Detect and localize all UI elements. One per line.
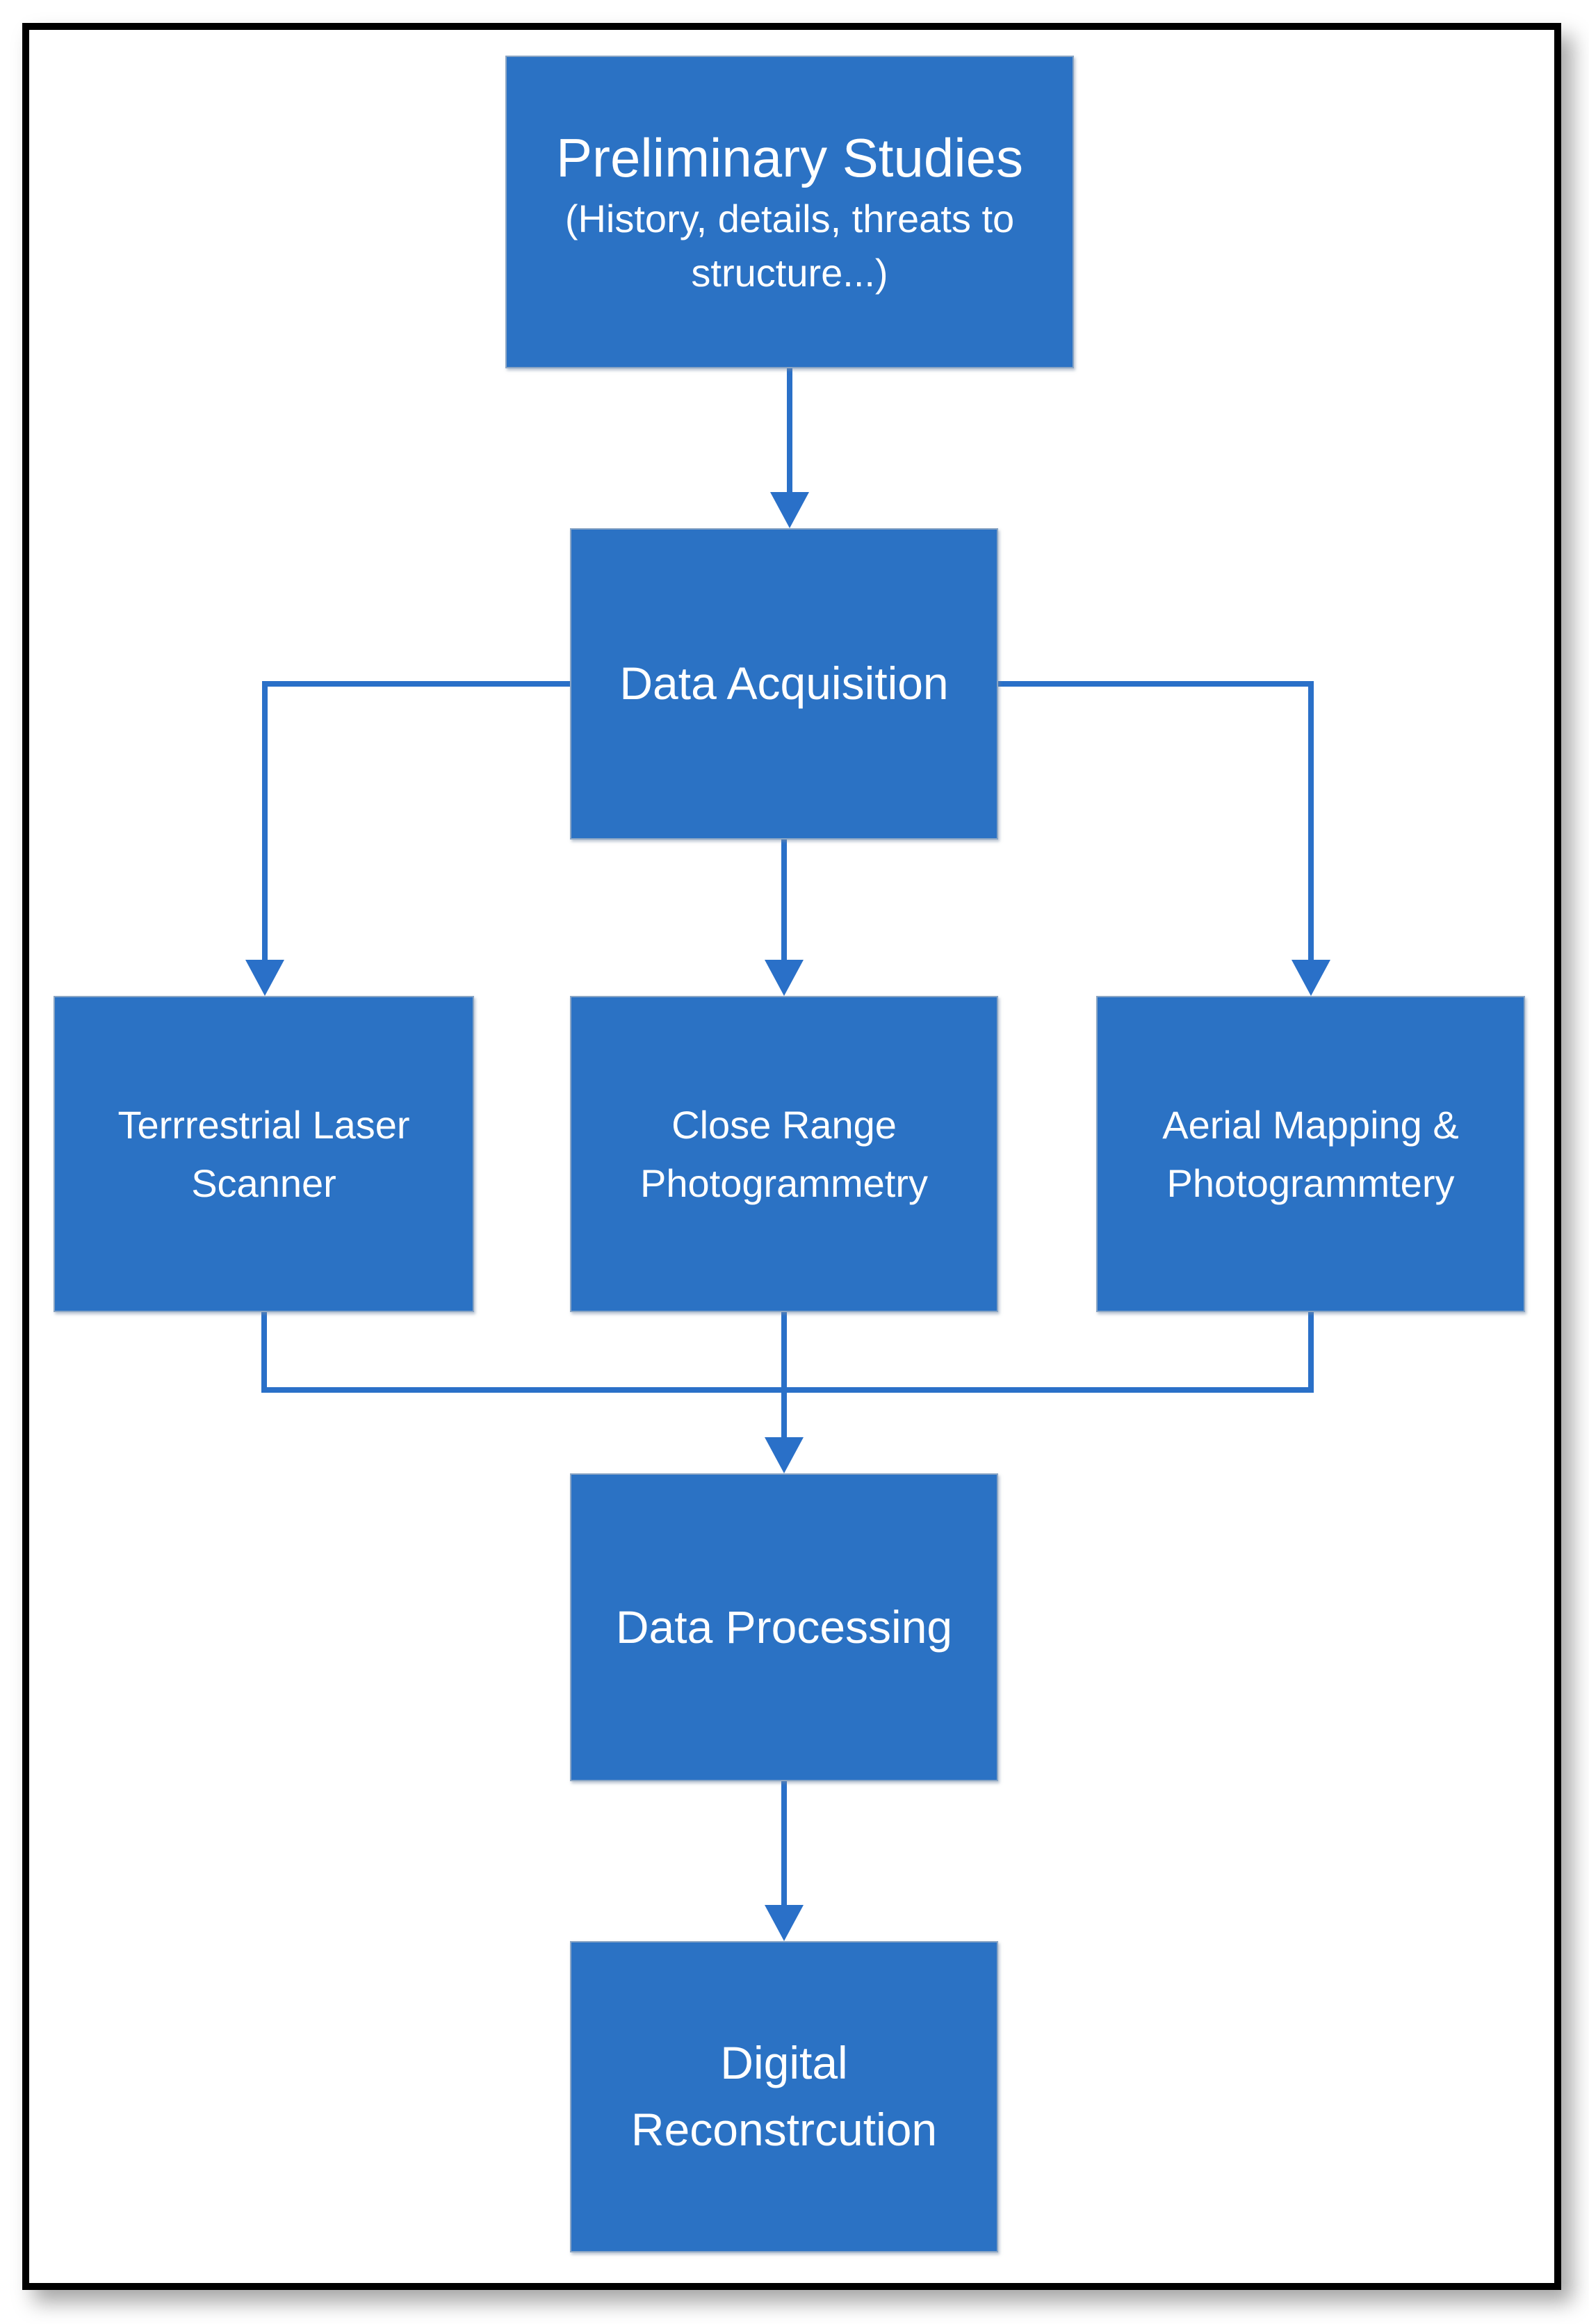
edge-merge-to-processing-vline	[781, 1312, 787, 1437]
edge-merge-to-processing-arrowhead	[765, 1437, 804, 1473]
edge-acquisition-to-closerange-arrowhead	[765, 960, 804, 996]
node-preliminary-studies: Preliminary Studies (History, details, t…	[505, 56, 1074, 368]
edge-preliminary-to-acquisition-line	[787, 368, 792, 492]
node-close-range-photogrammetry: Close Range Photogrammetry	[570, 996, 998, 1312]
edge-merge-hline	[261, 1387, 1314, 1393]
edge-acquisition-to-terrestrial-vline	[262, 681, 268, 960]
edge-aerial-merge-vline	[1308, 1312, 1314, 1390]
edge-acquisition-to-terrestrial-arrowhead	[245, 960, 284, 996]
data-processing-label: Data Processing	[615, 1601, 953, 1653]
node-data-processing: Data Processing	[570, 1473, 998, 1781]
aerial-mapping-line1: Aerial Mapping &	[1162, 1102, 1459, 1147]
edge-acquisition-to-aerial-vline	[1308, 681, 1314, 960]
digital-reconstruction-line2: Reconstrcution	[630, 2104, 938, 2155]
terrestrial-laser-line1: Terrrestrial Laser	[117, 1102, 410, 1147]
edge-acquisition-to-terrestrial-hline	[262, 681, 570, 687]
node-digital-reconstruction: Digital Reconstrcution	[570, 1941, 998, 2252]
preliminary-studies-subtitle-line2: structure...)	[691, 250, 888, 295]
edge-acquisition-to-closerange-line	[781, 840, 787, 960]
aerial-mapping-line2: Photogrammtery	[1166, 1161, 1455, 1205]
edge-acquisition-to-aerial-hline	[998, 681, 1314, 687]
close-range-line2: Photogrammetry	[640, 1161, 928, 1205]
preliminary-studies-title: Preliminary Studies	[556, 126, 1023, 188]
data-acquisition-label: Data Acquisition	[619, 657, 949, 710]
node-aerial-mapping-photogrammetry: Aerial Mapping & Photogrammtery	[1096, 996, 1525, 1312]
digital-reconstruction-line1: Digital	[720, 2037, 848, 2089]
node-terrestrial-laser-scanner: Terrrestrial Laser Scanner	[54, 996, 474, 1312]
node-data-acquisition: Data Acquisition	[570, 528, 998, 840]
terrestrial-laser-line2: Scanner	[191, 1161, 336, 1205]
edge-processing-to-reconstruction-arrowhead	[765, 1905, 804, 1941]
edge-acquisition-to-aerial-arrowhead	[1291, 960, 1330, 996]
close-range-line1: Close Range	[671, 1102, 897, 1147]
edge-processing-to-reconstruction-line	[781, 1781, 787, 1905]
diagram-border-frame	[22, 23, 1561, 2290]
edge-terrestrial-merge-vline	[261, 1312, 267, 1390]
edge-preliminary-to-acquisition-arrowhead	[770, 492, 809, 528]
preliminary-studies-subtitle-line1: (History, details, threats to	[564, 197, 1015, 241]
